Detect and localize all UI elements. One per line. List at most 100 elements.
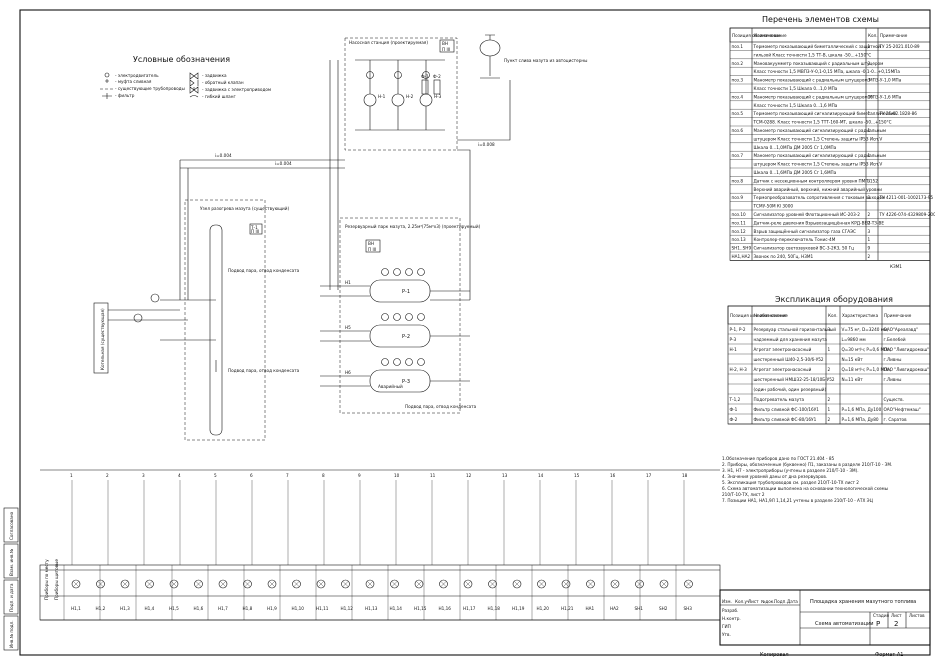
pump-symbol (392, 94, 404, 106)
elist-cell: Взрыв защищённый сигнализатор газа СГАЭС (754, 229, 857, 234)
column-number: 13 (502, 473, 508, 478)
eq-cell: Н-1 (730, 347, 738, 352)
tb-column-label: Дата (787, 599, 798, 604)
elist-cell: поз.7 (732, 153, 744, 158)
tank-vessel (370, 325, 430, 347)
lamp-cross (514, 581, 520, 587)
eq-cell: Резервуар стальной горизонтальный (754, 327, 837, 332)
note-line: 2. Приборы, обозначенные (буквенно) П1, … (722, 462, 892, 467)
drain-label: Пункт слива мазута из автоцистерны (504, 58, 587, 63)
eq-cell: г.Ливны (884, 357, 902, 362)
elist-header-cell: Кол. (868, 33, 878, 38)
elist-cell: штуцером Класс точности 1,5 Степень защи… (754, 162, 883, 167)
eq-header-cell: Кол. (828, 313, 838, 318)
lamp-cross (416, 581, 422, 587)
eq-cell: Существ. (884, 397, 904, 402)
heater-tag-class: П III (251, 229, 259, 234)
eq-cell: V=75 м³, D=3240 мм, (842, 327, 889, 332)
elist-cell: ТСМУ-50М Кl 3000 (753, 204, 794, 209)
coupling-icon (105, 79, 109, 83)
lamp-label: НА1 (586, 606, 595, 611)
gauge-icon (151, 294, 159, 302)
filter-label: Ф-2 (433, 74, 441, 79)
zone-tag-class: П III (442, 47, 450, 52)
eq-cell: (один рабочий, один резервный) (754, 387, 827, 392)
lamp-label: Н1,21 (561, 606, 574, 611)
elist-cell: Термопреобразователь сопротивления с ток… (753, 195, 886, 200)
elist-cell: 9 (868, 246, 871, 251)
elements-list: Перечень элементов схемы Позиция обознач… (730, 15, 935, 269)
column-number: 16 (610, 473, 616, 478)
eq-cell: Агрегат электронасосный (754, 347, 812, 352)
tb-column-label: №док. (761, 599, 775, 604)
note-line: 1.Обозначение приборов дано по ГОСТ 21.4… (722, 456, 835, 461)
eq-cell: ОАО "Ливгидромаш" (884, 367, 930, 372)
elist-cell: поз.11 (732, 220, 747, 225)
gauge-icon (382, 359, 389, 366)
drain-line (430, 80, 510, 300)
column-number: 11 (430, 473, 436, 478)
sheet-value: 2 (894, 620, 898, 628)
eq-cell: N=15 кВт (842, 357, 864, 362)
column-number: 3 (142, 473, 145, 478)
filter-label: Ф-1 (421, 74, 429, 79)
heater-steam-label: Подвод пара, отвод конденсата (228, 368, 300, 373)
boiler-house: Котельная (существующая) (94, 294, 188, 373)
elist-header-cell: Наименование (754, 33, 787, 38)
gate-valve-icon (190, 73, 198, 79)
stamp-label: Подп. и дата (9, 583, 14, 612)
eq-cell: Агрегат электронасосный (754, 367, 812, 372)
eq-cell: Ф-1 (730, 407, 738, 412)
eq-cell: Р-3 (730, 337, 737, 342)
column-number: 8 (322, 473, 325, 478)
heater-unit-title: Узел разогрева мазута (существующий) (200, 206, 289, 211)
eq-cell: Т-1,2 (729, 397, 741, 402)
gauge-icon (418, 314, 425, 321)
lamp-cross (98, 581, 104, 587)
tank-label: Р-2 (402, 334, 410, 340)
gauge-icon (418, 269, 425, 276)
eq-header-cell: Примечание (884, 313, 912, 318)
eq-cell: Ф-2 (730, 417, 738, 422)
lamp-cross (343, 581, 349, 587)
legend-item: - гибкий шланг (202, 94, 236, 99)
lamp-label: Н1,15 (414, 606, 427, 611)
lamp-cross (367, 581, 373, 587)
eq-cell: ОАО"Нефтемаш" (884, 407, 921, 412)
lamp-label: SH3 (684, 606, 693, 611)
tb-role-label: ГИП (722, 624, 731, 629)
elist-cell: 1 (868, 111, 871, 116)
eq-cell: 2 (828, 417, 831, 422)
eq-cell: шестеренный НМШ32-25-18/10Б-У52 (754, 377, 835, 382)
tank-vessel (370, 280, 430, 302)
elist-cell: Шкала 0...1,6МПа ДМ 2005 Сг 1,6МПа (754, 170, 837, 175)
tb-role-label: Утв. (722, 632, 731, 637)
legend-item: - обратный клапан (202, 80, 244, 85)
column-number: 7 (286, 473, 289, 478)
elist-cell: HA1,HA2 (732, 254, 751, 259)
tb-role-label: Н.контр. (722, 616, 741, 621)
filter-symbol (422, 80, 428, 94)
pump-symbol (420, 94, 432, 106)
elist-cell: штуцером Класс точности 1,5 Степень защи… (754, 136, 883, 141)
eq-cell: Фильтр сливной ФС-100/16У1 (754, 407, 820, 412)
riser-lines (330, 60, 338, 290)
tank-park-title: Резервуарный парк мазута, 2.25м³(75м³х3)… (345, 224, 481, 229)
elist-cell: 3 (868, 61, 871, 66)
gauge-icon (394, 359, 401, 366)
strip-row-lines (40, 570, 720, 620)
elist-cell: Термометр показывающий биметаллический с… (753, 44, 881, 49)
lamp-cross (539, 581, 545, 587)
legend-item: - муфта сливная (115, 79, 152, 84)
tank-label: Р-3 (402, 379, 410, 385)
lamp-label: Н1,12 (341, 606, 354, 611)
elist-cell: Мановакуумметр показывающий с радиальным… (754, 61, 884, 66)
lamp-cross (637, 581, 643, 587)
eq-cell: ОАО"Ареалавд" (884, 327, 919, 332)
column-number: 12 (466, 473, 472, 478)
row-header: Приборы щитовые (54, 559, 59, 600)
elist-cell: Манометр показывающий с радиальным штуце… (754, 94, 902, 99)
